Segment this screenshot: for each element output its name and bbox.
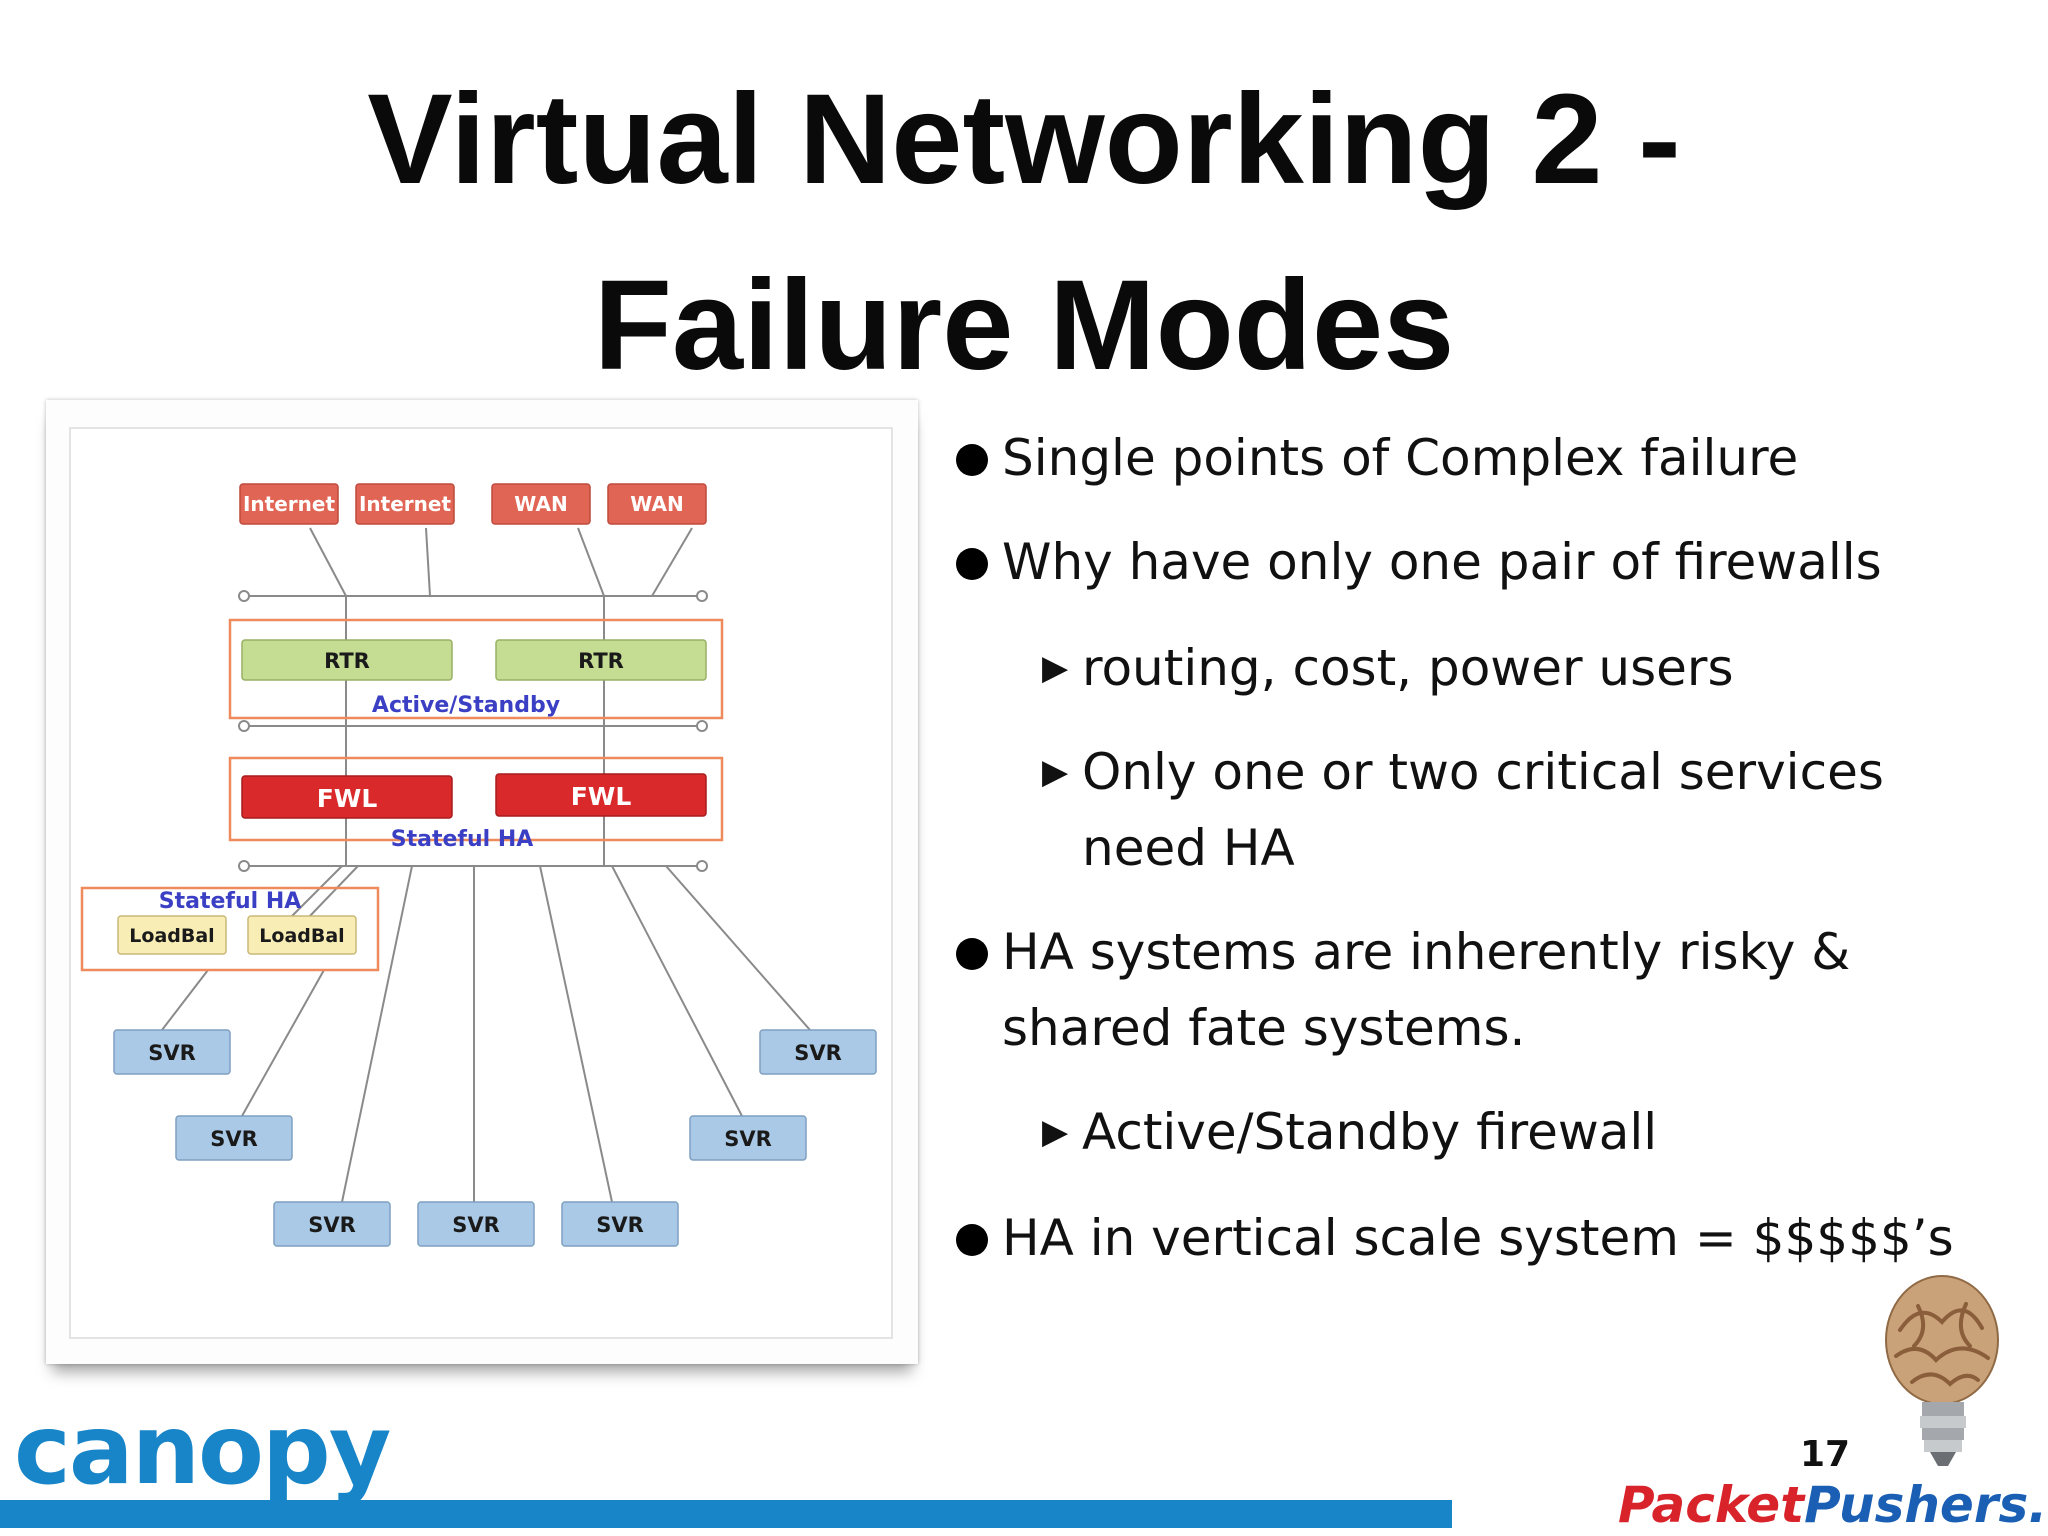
- bullet-dot-icon: [956, 444, 988, 476]
- bus-endpoints: [238, 590, 708, 872]
- sub-bullet-text: Active/Standby firewall: [1082, 1103, 1658, 1161]
- bullet-text: shared fate systems.: [1002, 999, 1526, 1057]
- bullet-text: Why have only one pair of firewalls: [1002, 533, 1882, 591]
- node-loadbal-1: [117, 915, 227, 955]
- node-internet-1: [239, 483, 339, 525]
- node-wan-2: [607, 483, 707, 525]
- link-wan2-bus: [651, 527, 693, 597]
- bullet-dot-icon: [956, 548, 988, 580]
- label-wan-2: WAN: [630, 492, 683, 516]
- bus-endpoint: [238, 860, 250, 872]
- label-lb-group: Stateful HA: [159, 889, 302, 914]
- bus-endpoint: [696, 720, 708, 732]
- slide-title-line-2: Failure Modes: [593, 254, 1455, 397]
- node-wan-1: [491, 483, 591, 525]
- sub-bullet-text: routing, cost, power users: [1082, 639, 1734, 697]
- label-svr-2: SVR: [210, 1127, 258, 1151]
- node-rtr-1: [241, 639, 453, 681]
- triangle-right-icon: ▶: [1042, 648, 1069, 688]
- label-loadbal-2: LoadBal: [259, 925, 344, 947]
- link-bus-lb-b: [307, 865, 359, 919]
- node-svr-4: [417, 1201, 535, 1247]
- canopy-logo: canopy: [14, 1394, 391, 1506]
- label-svr-5: SVR: [596, 1213, 644, 1237]
- diagram-inner-frame: [69, 427, 893, 1339]
- link-bus-svr6: [611, 865, 743, 1117]
- label-fwl-2: FWL: [571, 782, 632, 811]
- sub-bullet-text: Only one or two critical services: [1082, 743, 1884, 801]
- rtr-group-box: [228, 618, 724, 720]
- bullet-dot-icon: [956, 1224, 988, 1256]
- brain-lightbulb-icon: [1885, 1275, 1999, 1466]
- ha-groups: [80, 618, 724, 972]
- link-bus-svr5: [539, 865, 613, 1203]
- label-rtr-group: Active/Standby: [372, 693, 560, 718]
- link-lb1-svr1: [161, 969, 209, 1031]
- label-fwl-group: Stateful HA: [391, 827, 534, 852]
- label-svr-3: SVR: [308, 1213, 356, 1237]
- node-fwl-2: [495, 773, 707, 817]
- link-internet1-bus: [309, 527, 347, 597]
- packetpushers-logo: PacketPushers.Net: [1618, 1480, 2048, 1530]
- label-fwl-1: FWL: [317, 784, 378, 813]
- label-svr-1: SVR: [148, 1041, 196, 1065]
- node-svr-3: [273, 1201, 391, 1247]
- sub-bullet-text: need HA: [1082, 819, 1295, 877]
- node-loadbal-2: [247, 915, 357, 955]
- packetpushers-logo-part1: Packet: [1618, 1476, 1805, 1534]
- label-rtr-2: RTR: [578, 649, 624, 673]
- link-lb2-svr2: [241, 969, 325, 1117]
- bullet-text: Single points of Complex failure: [1002, 429, 1799, 487]
- label-wan-1: WAN: [514, 492, 567, 516]
- label-svr-7: SVR: [794, 1041, 842, 1065]
- node-svr-2: [175, 1115, 293, 1161]
- bullet-dot-icon: [956, 938, 988, 970]
- label-internet-2: Internet: [359, 492, 451, 516]
- label-svr-4: SVR: [452, 1213, 500, 1237]
- node-svr-5: [561, 1201, 679, 1247]
- link-wan1-bus: [577, 527, 605, 597]
- link-internet2-bus: [425, 527, 431, 597]
- node-fwl-1: [241, 775, 453, 819]
- node-rtr-2: [495, 639, 707, 681]
- bus-endpoint: [238, 590, 250, 602]
- fwl-group-box: [228, 756, 724, 842]
- label-internet-1: Internet: [243, 492, 335, 516]
- triangle-right-icon: ▶: [1042, 752, 1069, 792]
- node-svr-6: [689, 1115, 807, 1161]
- link-bus-svr7: [665, 865, 811, 1031]
- node-svr-7: [759, 1029, 877, 1075]
- node-internet-2: [355, 483, 455, 525]
- page-number: 17: [1800, 1434, 1851, 1475]
- bus-endpoint: [238, 720, 250, 732]
- footer-accent-bar: [0, 1500, 1452, 1528]
- bus-endpoint: [696, 860, 708, 872]
- bullet-text: HA systems are inherently risky &: [1002, 923, 1851, 981]
- triangle-right-icon: ▶: [1042, 1112, 1069, 1152]
- slide-title-line-1: Virtual Networking 2 -: [367, 68, 1681, 211]
- label-svr-6: SVR: [724, 1127, 772, 1151]
- packetpushers-logo-part2: Pushers.Net: [1804, 1476, 2048, 1534]
- network-diagram: Internet Internet WAN WAN RTR RTR Active…: [46, 400, 918, 1364]
- node-svr-1: [113, 1029, 231, 1075]
- network-diagram-svg: Internet Internet WAN WAN RTR RTR Active…: [69, 427, 893, 1339]
- bullet-text: HA in vertical scale system = $$$$$’s: [1002, 1209, 1954, 1267]
- label-rtr-1: RTR: [324, 649, 370, 673]
- label-loadbal-1: LoadBal: [129, 925, 214, 947]
- link-bus-lb: [289, 865, 343, 919]
- bus-endpoint: [696, 590, 708, 602]
- lb-group-box: [80, 886, 380, 972]
- link-bus-svr3: [341, 865, 413, 1203]
